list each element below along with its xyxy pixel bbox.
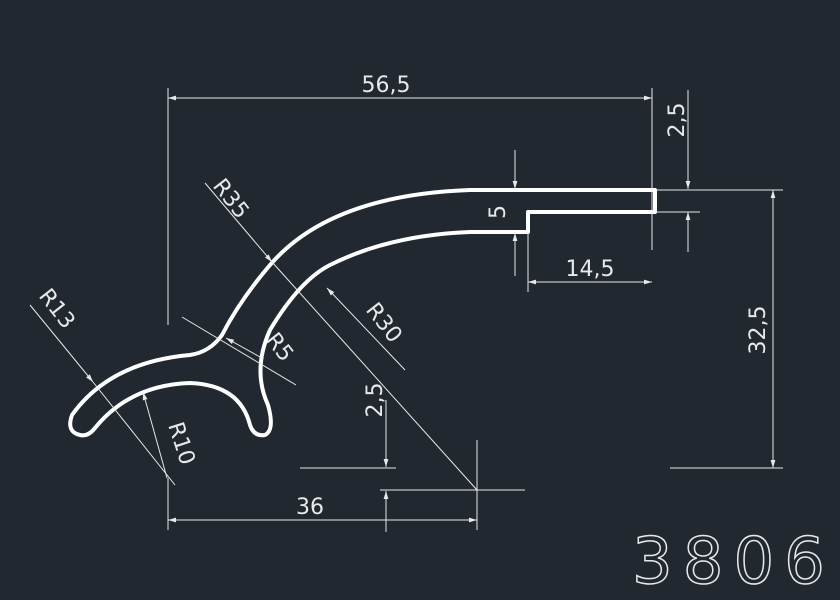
- radius-label-r30: R30: [360, 298, 406, 347]
- radius-r10: R10: [142, 391, 199, 479]
- dim-label-top-offset: 2,5: [665, 103, 690, 138]
- radius-r35: R35: [204, 174, 478, 491]
- dim-label-overall-width: 56,5: [362, 73, 411, 98]
- dimension-slot-height: 5: [486, 150, 518, 276]
- dimension-base-offset: 2,5: [300, 383, 525, 532]
- dim-label-base-width: 36: [296, 495, 324, 520]
- dim-label-slot-height: 5: [486, 205, 511, 219]
- dimension-base-width: 36: [167, 440, 478, 530]
- dimension-top-offset: 2,5: [655, 90, 700, 252]
- profile-outline: [68, 188, 657, 438]
- dimension-slot-length: 14,5: [527, 234, 652, 292]
- radius-label-r35: R35: [207, 174, 253, 223]
- dimension-overall-height: 32,5: [657, 189, 783, 469]
- radius-label-r10: R10: [162, 419, 199, 468]
- dim-label-base-offset: 2,5: [363, 383, 388, 418]
- part-number: 3806: [632, 525, 835, 599]
- dim-label-slot-length: 14,5: [566, 257, 615, 282]
- radius-label-r5: R5: [260, 328, 298, 366]
- dimension-overall-width: 56,5: [167, 73, 653, 325]
- radius-label-r13: R13: [33, 284, 79, 333]
- radius-r30: R30: [326, 287, 407, 371]
- dim-label-overall-height: 32,5: [746, 306, 771, 355]
